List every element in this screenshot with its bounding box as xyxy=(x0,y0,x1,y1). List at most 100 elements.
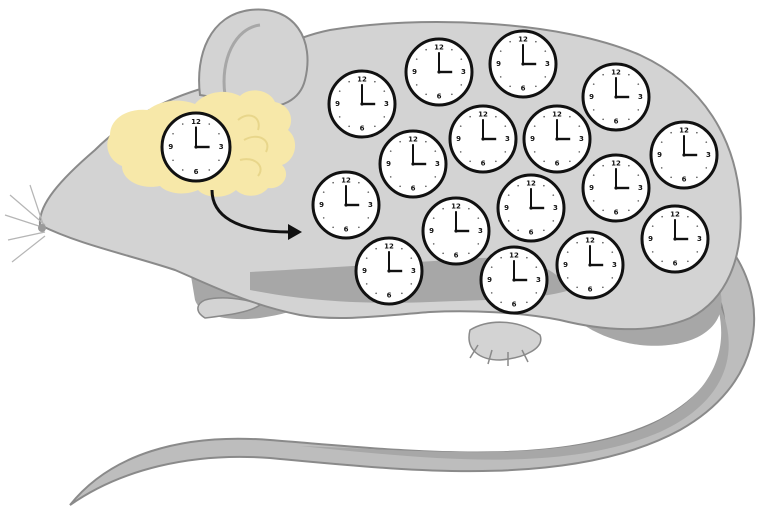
clock-tick xyxy=(661,216,663,218)
clock-tick xyxy=(460,151,462,153)
clock-pin xyxy=(614,186,617,189)
clock-tick xyxy=(468,252,470,254)
clock-numeral: 6 xyxy=(454,251,459,259)
clock-tick xyxy=(526,257,528,259)
clock-tick xyxy=(433,243,435,245)
clock-tick xyxy=(477,243,479,245)
clock-tick xyxy=(477,217,479,219)
clock-numeral: 6 xyxy=(521,84,526,92)
clock-tick xyxy=(509,85,511,87)
clock-numeral: 6 xyxy=(360,124,365,132)
clock-pin xyxy=(360,102,363,105)
clock-tick xyxy=(504,125,506,127)
peripheral-clock-icon: 12369 xyxy=(490,31,556,97)
clock-tick xyxy=(172,159,174,161)
clock-numeral: 12 xyxy=(341,177,351,185)
clock-tick xyxy=(543,160,545,162)
clock-pin xyxy=(454,229,457,232)
clock-tick xyxy=(390,150,392,152)
clock-tick xyxy=(375,292,377,294)
clock-tick xyxy=(469,116,471,118)
clock-numeral: 6 xyxy=(411,184,416,192)
clock-tick xyxy=(348,125,350,127)
clock-numeral: 12 xyxy=(552,111,562,119)
peripheral-clock-icon: 12369 xyxy=(329,71,395,137)
clock-tick xyxy=(374,125,376,127)
clock-tick xyxy=(509,41,511,43)
clock-tick xyxy=(535,85,537,87)
clock-tick xyxy=(460,125,462,127)
peripheral-clock-icon: 12369 xyxy=(557,232,623,298)
clock-numeral: 9 xyxy=(319,201,324,209)
clock-tick xyxy=(468,208,470,210)
clock-tick xyxy=(517,229,519,231)
clock-numeral: 9 xyxy=(386,160,391,168)
peripheral-clock-icon: 12369 xyxy=(651,122,717,188)
clock-tick xyxy=(442,208,444,210)
clock-tick xyxy=(460,58,462,60)
clock-numeral: 6 xyxy=(529,228,534,236)
clock-tick xyxy=(323,217,325,219)
clock-tick xyxy=(451,49,453,51)
clock-pin xyxy=(673,237,676,240)
clock-tick xyxy=(569,160,571,162)
clock-tick xyxy=(366,257,368,259)
clock-numeral: 9 xyxy=(589,93,594,101)
clock-numeral: 3 xyxy=(612,261,617,269)
clock-tick xyxy=(593,83,595,85)
clock-tick xyxy=(332,226,334,228)
clock-tick xyxy=(375,248,377,250)
clock-pin xyxy=(481,137,484,140)
clock-tick xyxy=(576,242,578,244)
clock-tick xyxy=(383,90,385,92)
clock-numeral: 9 xyxy=(456,135,461,143)
clock-tick xyxy=(208,169,210,171)
clock-pin xyxy=(588,263,591,266)
clock-numeral: 6 xyxy=(588,285,593,293)
clock-numeral: 9 xyxy=(168,143,173,151)
clock-tick xyxy=(593,109,595,111)
clock-tick xyxy=(576,286,578,288)
peripheral-clock-icon: 12369 xyxy=(498,175,564,241)
clock-numeral: 12 xyxy=(478,111,488,119)
clock-tick xyxy=(705,141,707,143)
clock-tick xyxy=(602,242,604,244)
clock-tick xyxy=(535,266,537,268)
clock-tick xyxy=(410,257,412,259)
clock-numeral: 12 xyxy=(357,76,367,84)
clock-numeral: 6 xyxy=(437,92,442,100)
clock-numeral: 3 xyxy=(536,276,541,284)
clock-tick xyxy=(495,160,497,162)
clock-tick xyxy=(182,123,184,125)
clock-tick xyxy=(543,116,545,118)
clock-numeral: 3 xyxy=(638,93,643,101)
clock-numeral: 9 xyxy=(530,135,535,143)
clock-pin xyxy=(344,203,347,206)
clock-pin xyxy=(437,70,440,73)
clock-tick xyxy=(602,74,604,76)
clock-tick xyxy=(208,123,210,125)
clock-numeral: 6 xyxy=(682,175,687,183)
clock-tick xyxy=(661,260,663,262)
clock-numeral: 12 xyxy=(509,252,519,260)
clock-tick xyxy=(593,174,595,176)
clock-tick xyxy=(611,277,613,279)
clock-tick xyxy=(534,151,536,153)
clock-numeral: 3 xyxy=(553,204,558,212)
clock-tick xyxy=(687,216,689,218)
clock-tick xyxy=(552,220,554,222)
clock-tick xyxy=(652,251,654,253)
clock-tick xyxy=(696,176,698,178)
clock-pin xyxy=(194,145,197,148)
clock-tick xyxy=(469,160,471,162)
clock-numeral: 6 xyxy=(512,300,517,308)
clock-numeral: 9 xyxy=(657,151,662,159)
clock-tick xyxy=(367,191,369,193)
clock-tick xyxy=(348,81,350,83)
clock-numeral: 12 xyxy=(585,237,595,245)
clock-tick xyxy=(491,292,493,294)
